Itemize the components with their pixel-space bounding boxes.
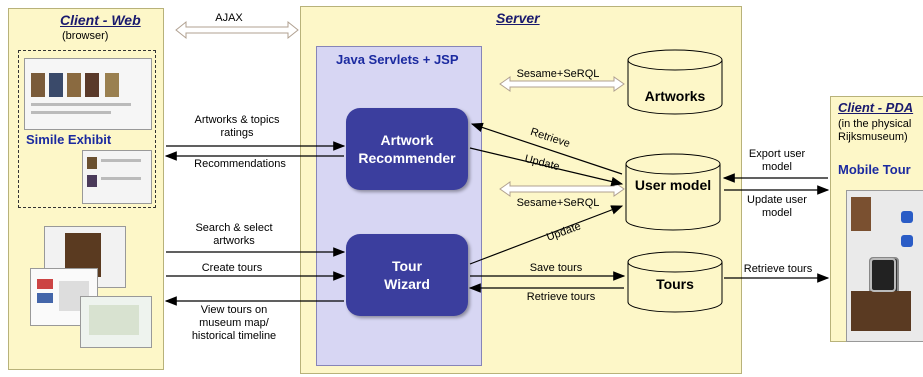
ajax-arrow: [175, 20, 299, 40]
servlets-label: Java Servlets + JSP: [336, 52, 459, 67]
client-pda-subtitle-1: (in the physical: [838, 118, 912, 130]
user-model-label: User model: [624, 176, 722, 194]
label-artworks-topics: Artworks & topics ratings: [194, 114, 280, 139]
label-update-user-model: Update user model: [747, 194, 807, 219]
simile-exhibit-label: Simile Exhibit: [26, 132, 112, 147]
label-retrieve-tours-right: Retrieve tours: [743, 263, 813, 275]
user-model-text: User model: [634, 177, 712, 193]
sesame-arrow-mid: [499, 181, 625, 197]
mobile-tour-label: Mobile Tour: [838, 162, 911, 177]
label-save-tours: Save tours: [529, 262, 583, 274]
tour-wizard-node: Tour Wizard: [346, 234, 468, 316]
ajax-label: AJAX: [215, 12, 243, 24]
browser-screenshot-5: [80, 296, 152, 348]
pda-device-icon: [870, 258, 896, 292]
tours-database: [627, 251, 723, 313]
artworks-database: [627, 49, 723, 115]
artworks-label: Artworks: [644, 88, 706, 104]
label-retrieve-tours-left: Retrieve tours: [526, 291, 596, 303]
tours-label: Tours: [656, 276, 694, 292]
server-title: Server: [496, 10, 540, 26]
client-web-subtitle: (browser): [62, 30, 109, 42]
client-web-title: Client - Web: [60, 12, 141, 28]
browser-screenshot-1: [24, 58, 152, 130]
client-pda-title: Client - PDA: [838, 100, 914, 115]
edge-update-1: [469, 147, 624, 187]
user-model-database: [625, 153, 721, 231]
artwork-recommender-node: Artwork Recommender: [346, 108, 468, 190]
label-view-tours: View tours on museum map/ historical tim…: [191, 304, 277, 342]
edge-retrieve: [470, 122, 623, 175]
simile-exhibit-group: [18, 50, 156, 208]
label-export-user-model: Export user model: [748, 148, 806, 173]
label-create-tours: Create tours: [201, 262, 263, 274]
client-pda-subtitle-2: Rijksmuseum): [838, 131, 908, 143]
label-search-select: Search & select artworks: [195, 222, 273, 247]
browser-screenshot-2: [82, 150, 152, 204]
label-sesame-top: Sesame+SeRQL: [516, 68, 600, 80]
sesame-arrow-top: [499, 76, 625, 92]
label-recommendations: Recommendations: [194, 158, 286, 170]
label-sesame-mid: Sesame+SeRQL: [516, 197, 600, 209]
edge-update-2: [469, 205, 624, 265]
